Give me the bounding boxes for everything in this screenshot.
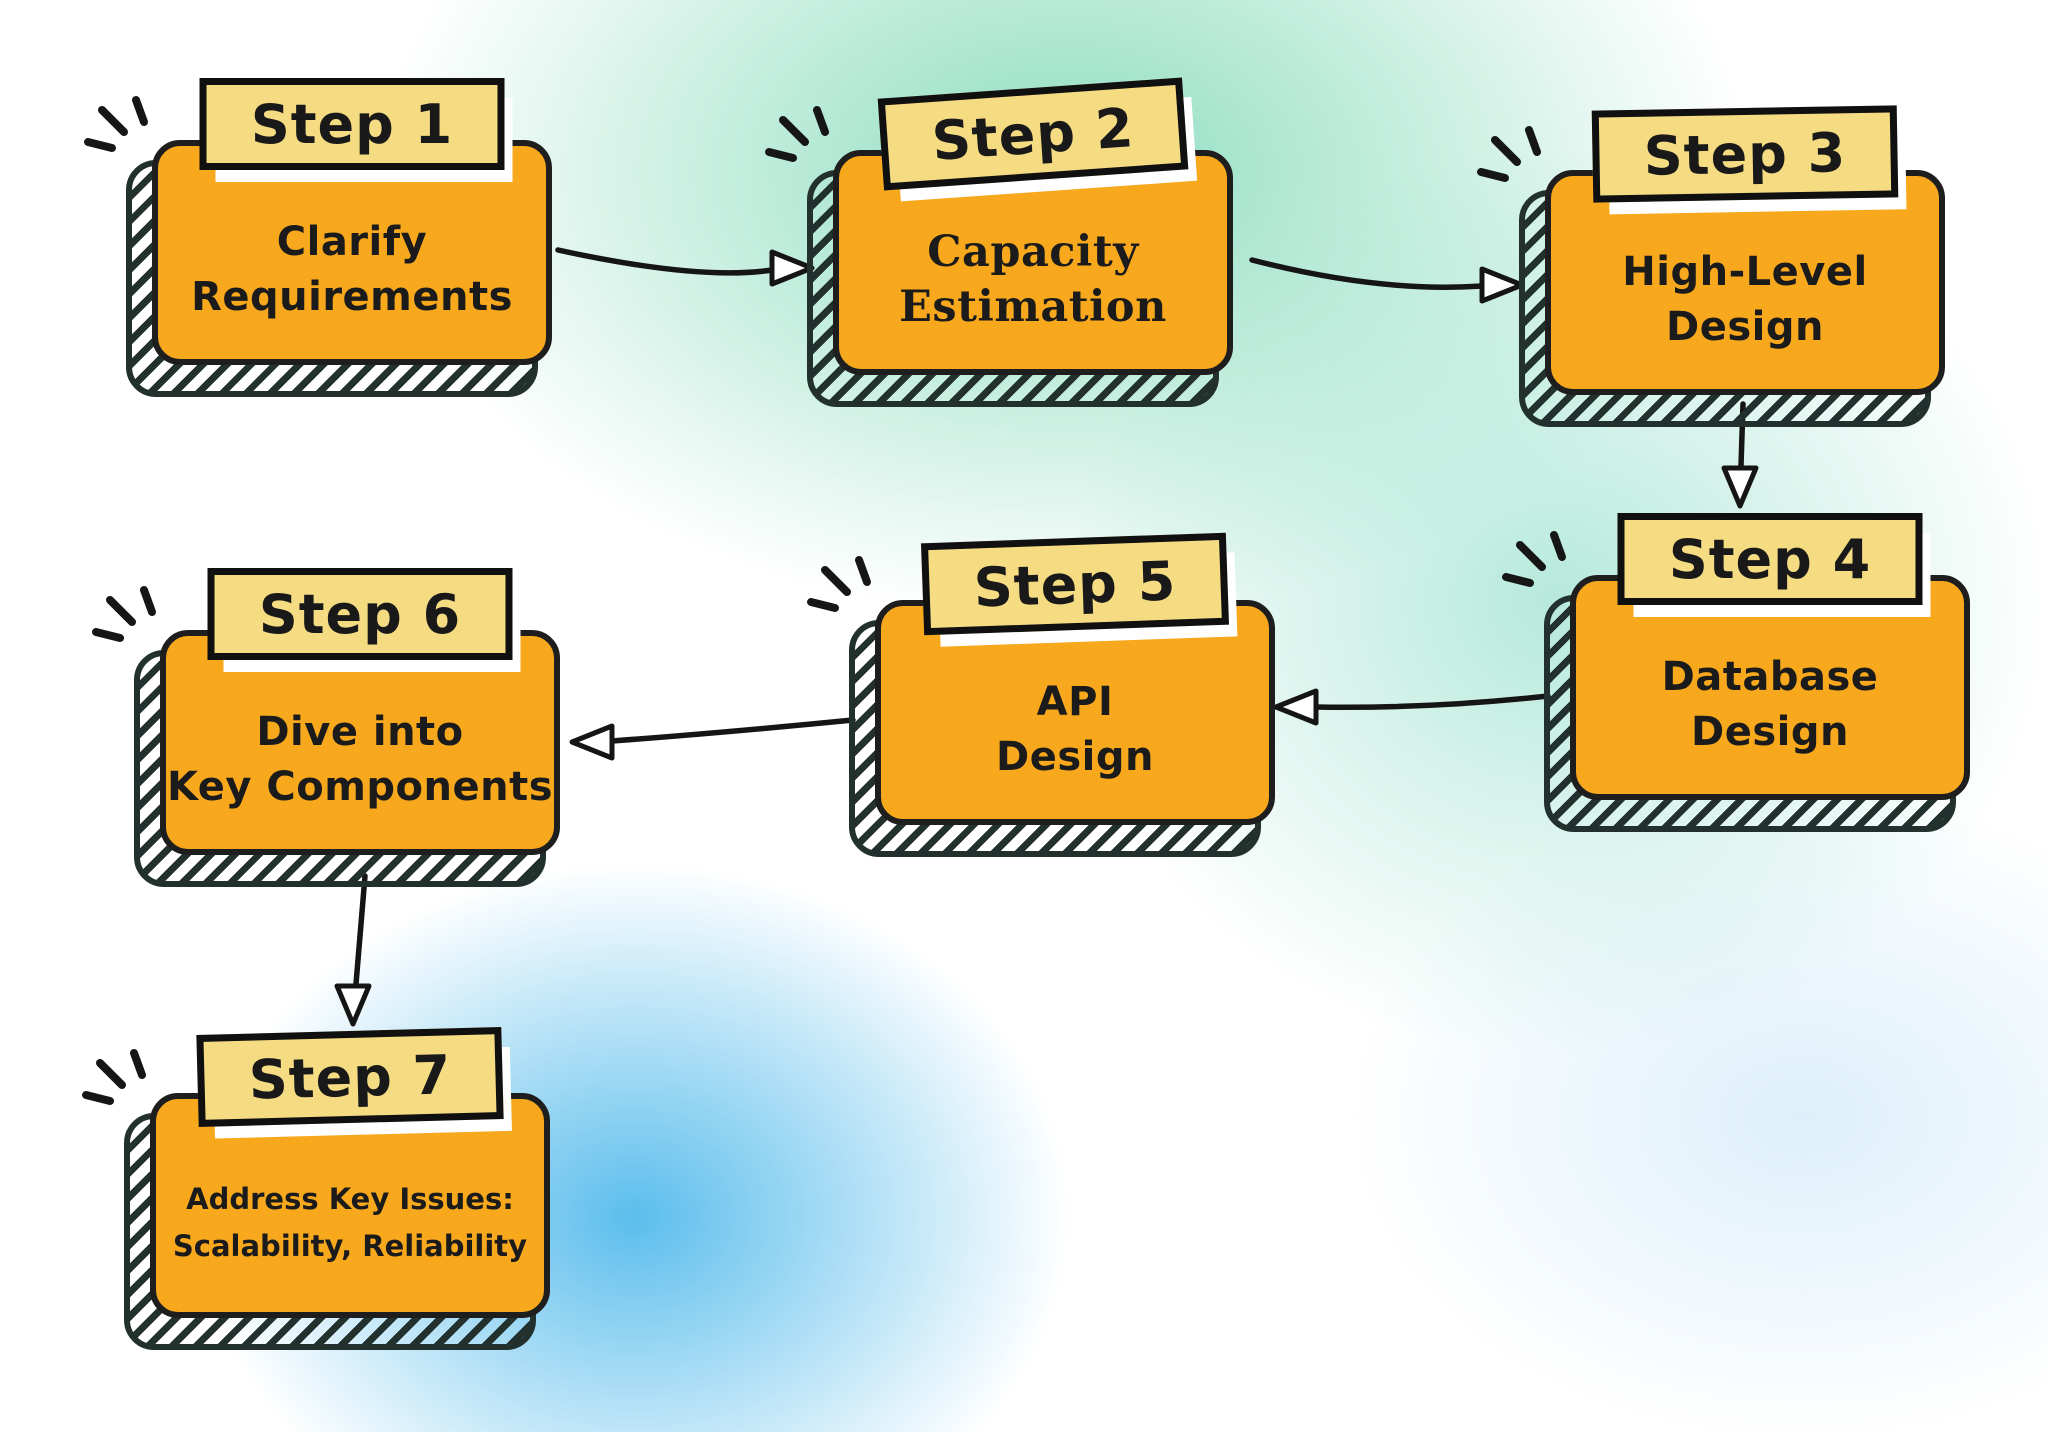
step-6-box: Dive into Key Components bbox=[160, 630, 560, 855]
step-5-box: API Design bbox=[875, 600, 1275, 825]
step-6-text-line1: Dive into bbox=[256, 708, 464, 755]
arrow-step5-to-step6 bbox=[609, 717, 856, 744]
step-1-text-line2: Requirements bbox=[191, 273, 513, 320]
step-2-text-line1: Capacity bbox=[927, 226, 1139, 277]
step-6-node: Dive into Key Components Step 6 bbox=[92, 568, 560, 887]
step-7-node: Address Key Issues: Scalability, Reliabi… bbox=[82, 1027, 550, 1350]
step-4-text-line2: Design bbox=[1691, 708, 1849, 755]
sparkle-icon bbox=[84, 96, 148, 152]
step-2-text-line2: Estimation bbox=[899, 281, 1167, 332]
step-3-text-line2: Design bbox=[1666, 303, 1824, 350]
step-7-tab: Step 7 bbox=[196, 1027, 504, 1127]
step-5-text-line2: Design bbox=[996, 733, 1154, 780]
step-5-node: API Design Step 5 bbox=[807, 532, 1275, 857]
arrowhead-left-icon bbox=[1273, 688, 1319, 726]
arrowhead-right-icon bbox=[1479, 266, 1525, 304]
step-2-node: Capacity Estimation Step 2 bbox=[765, 77, 1233, 407]
step-6-text-line2: Key Components bbox=[166, 763, 554, 810]
step-1-node: Clarify Requirements Step 1 bbox=[84, 78, 552, 397]
step-5-text-line1: API bbox=[1036, 678, 1114, 725]
sparkle-icon bbox=[1477, 126, 1541, 182]
step-1-tab: Step 1 bbox=[199, 78, 505, 170]
step-3-text-line1: High-Level bbox=[1622, 248, 1868, 295]
step-7-text-line2: Scalability, Reliability bbox=[172, 1228, 528, 1263]
arrowhead-right-icon bbox=[769, 249, 815, 287]
step-4-tab: Step 4 bbox=[1617, 513, 1923, 605]
sparkle-icon bbox=[807, 556, 871, 612]
step-1-text-line1: Clarify bbox=[276, 218, 428, 265]
sparkle-icon bbox=[1502, 531, 1566, 587]
step-3-box: High-Level Design bbox=[1545, 170, 1945, 395]
arrow-step1-to-step2 bbox=[555, 247, 775, 276]
arrowhead-down-icon bbox=[1721, 465, 1759, 509]
step-7-text-line1: Address Key Issues: bbox=[186, 1181, 514, 1216]
step-5-tab: Step 5 bbox=[920, 532, 1230, 636]
step-7-box: Address Key Issues: Scalability, Reliabi… bbox=[150, 1093, 550, 1318]
step-4-box: Database Design bbox=[1570, 575, 1970, 800]
step-1-box: Clarify Requirements bbox=[152, 140, 552, 365]
sparkle-icon bbox=[765, 106, 829, 162]
step-4-text-line1: Database bbox=[1661, 653, 1879, 700]
sparkle-icon bbox=[82, 1049, 146, 1105]
arrow-step2-to-step3 bbox=[1249, 257, 1485, 290]
arrow-step4-to-step5 bbox=[1312, 693, 1551, 711]
arrowhead-left-icon bbox=[569, 723, 615, 761]
sparkle-icon bbox=[92, 586, 156, 642]
arrow-step6-to-step7 bbox=[353, 873, 368, 987]
step-3-tab: Step 3 bbox=[1591, 105, 1899, 203]
step-4-node: Database Design Step 4 bbox=[1502, 513, 1970, 832]
arrowhead-down-icon bbox=[334, 983, 372, 1027]
step-3-node: High-Level Design Step 3 bbox=[1477, 105, 1945, 427]
step-6-tab: Step 6 bbox=[207, 568, 513, 660]
